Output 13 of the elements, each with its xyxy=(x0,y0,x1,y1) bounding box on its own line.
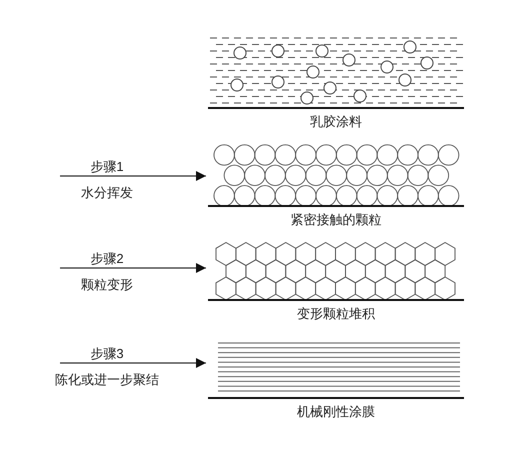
edge-label: 步骤1 xyxy=(90,160,124,173)
stage-caption: 机械刚性涂膜 xyxy=(297,405,375,418)
stage-caption: 变形颗粒堆积 xyxy=(297,307,375,320)
edge-label: 步骤2 xyxy=(90,252,124,265)
arrow xyxy=(60,171,206,181)
step-description: 陈化或进一步聚结 xyxy=(55,373,159,386)
arrow xyxy=(60,263,206,273)
step-description: 颗粒变形 xyxy=(81,278,133,291)
edge-label: 步骤3 xyxy=(90,347,124,360)
arrow xyxy=(60,358,206,368)
stage-caption: 紧密接触的颗粒 xyxy=(290,213,382,226)
stage-caption: 乳胶涂料 xyxy=(310,115,362,128)
step-description: 水分挥发 xyxy=(81,186,133,199)
